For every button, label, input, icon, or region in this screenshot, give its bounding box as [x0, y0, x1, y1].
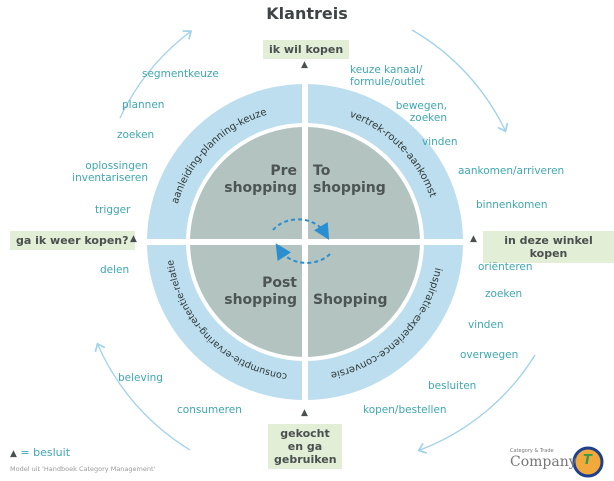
decision-top: ik wil kopen	[263, 40, 350, 59]
step-label: binnenkomen	[476, 199, 548, 211]
cycle-arrow-top-right	[411, 29, 509, 133]
triangle-icon: ▲	[10, 449, 17, 459]
step-label: trigger	[95, 204, 131, 216]
step-label: overwegen	[460, 349, 519, 361]
step-label: zoeken	[485, 288, 523, 300]
dashed-cycle-arrow-top	[272, 218, 330, 240]
page-title: Klantreis	[266, 4, 348, 23]
cycle-arrow-top-left	[119, 30, 193, 119]
step-label: plannen	[122, 99, 165, 111]
step-label: besluiten	[428, 380, 477, 392]
quadrant-shopping: Shopping	[313, 292, 388, 308]
step-label: keuze kanaal/ formule/outlet	[350, 64, 425, 88]
logo-small-text: Category & Trade	[510, 448, 554, 454]
logo-text: Company	[510, 454, 577, 470]
step-label: aankomen/arriveren	[458, 165, 565, 177]
legend: ▲ = besluit	[10, 446, 70, 459]
decision-left: ga ik weer kopen?	[10, 231, 135, 250]
cycle-arrow-bottom-left	[94, 342, 191, 451]
step-label: delen	[100, 264, 130, 276]
decision-triangle-icon: ▲	[470, 234, 477, 244]
decision-bottom: gekocht en ga gebruiken	[268, 424, 342, 469]
decision-triangle-icon: ▲	[301, 408, 308, 418]
cycle-arrow-bottom-right	[417, 354, 536, 454]
step-label: segmentkeuze	[142, 68, 219, 80]
decision-right: in deze winkel kopen	[483, 231, 614, 263]
step-label: oriënteren	[478, 261, 533, 273]
legend-text: = besluit	[20, 446, 71, 459]
step-label: consumeren	[177, 404, 242, 416]
step-label: kopen/bestellen	[363, 404, 447, 416]
step-label: vinden	[468, 319, 504, 331]
decision-triangle-icon: ▲	[301, 60, 308, 70]
source-note: Model uit 'Handboek Category Management'	[10, 465, 156, 473]
quadrant-pre-shopping: Pre shopping	[224, 163, 297, 196]
quadrant-to-shopping: To shopping	[313, 163, 386, 196]
step-label: bewegen, zoeken	[395, 100, 447, 124]
step-label: oplossingen inventariseren	[72, 160, 148, 184]
quadrant-post-shopping: Post shopping	[224, 275, 297, 308]
step-label: zoeken	[117, 129, 155, 141]
step-label: beleving	[118, 372, 163, 384]
decision-triangle-icon: ▲	[130, 234, 137, 244]
logo-mark	[572, 446, 604, 478]
dashed-cycle-arrow-bottom	[275, 243, 331, 264]
logo-letter: T	[583, 453, 592, 468]
step-label: vinden	[422, 136, 458, 148]
